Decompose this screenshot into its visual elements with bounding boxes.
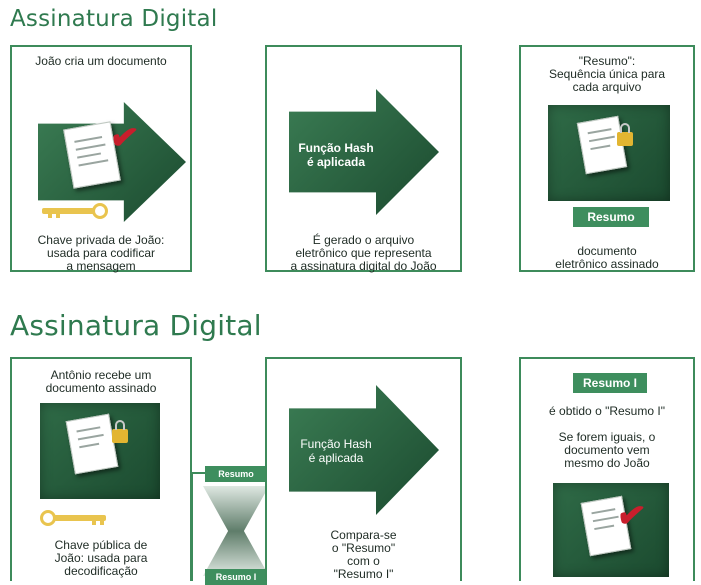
key-icon: [40, 509, 110, 529]
caption-digital-signature: É gerado o arquivo eletrônico que repres…: [290, 233, 437, 273]
caption-compare: Compara-se o "Resumo" com o "Resumo I": [330, 528, 397, 581]
checkmark-icon: ✔: [614, 495, 649, 537]
padlock-icon: [112, 420, 128, 443]
panel-receive-document: Antônio recebe um documento assinado Cha…: [10, 357, 192, 581]
caption-receive-document: Antônio recebe um documento assinado: [45, 368, 157, 395]
compare-box: Resumo Resumo I: [191, 466, 279, 585]
document-icon: [65, 413, 119, 475]
compare-label-resumo: Resumo: [205, 466, 267, 482]
panel-hash-function: Função Hash é aplicada É gerado o arquiv…: [265, 45, 462, 273]
panel-hash-compare: Função Hash é aplicada Compara-se o "Res…: [265, 357, 462, 581]
compare-label-resumo-i: Resumo I: [205, 569, 267, 585]
panel-create-document: João cria um documento ✔ Chave privada d…: [10, 45, 192, 273]
panel-result: Resumo I é obtido o "Resumo I" Se forem …: [519, 357, 695, 581]
hash-arrow-text: Função Hash é aplicada: [298, 141, 374, 169]
compare-arrows-icon: [203, 486, 269, 576]
key-icon: [42, 202, 112, 222]
section2-title: Assinatura Digital: [10, 309, 262, 342]
hash-arrow-text: Função Hash é aplicada: [300, 437, 372, 465]
checkmark-icon: ✔: [107, 117, 142, 159]
panel-summary: "Resumo": Sequência única para cada arqu…: [519, 45, 695, 272]
caption-public-key: Chave pública de João: usada para decodi…: [54, 538, 148, 578]
caption-obtained-summary: é obtido o "Resumo I": [549, 404, 665, 418]
summary-badge: Resumo: [573, 207, 649, 227]
caption-private-key: Chave privada de João: usada para codifi…: [37, 233, 165, 273]
section1-title: Assinatura Digital: [10, 6, 218, 32]
summary-i-badge: Resumo I: [573, 373, 647, 393]
caption-signed-document: documento eletrônico assinado: [555, 244, 659, 271]
caption-summary-definition: "Resumo": Sequência única para cada arqu…: [548, 54, 666, 94]
caption-create-document: João cria um documento: [35, 54, 167, 68]
padlock-icon: [617, 123, 633, 146]
caption-if-equal: Se forem iguais, o documento vem mesmo d…: [558, 430, 656, 470]
